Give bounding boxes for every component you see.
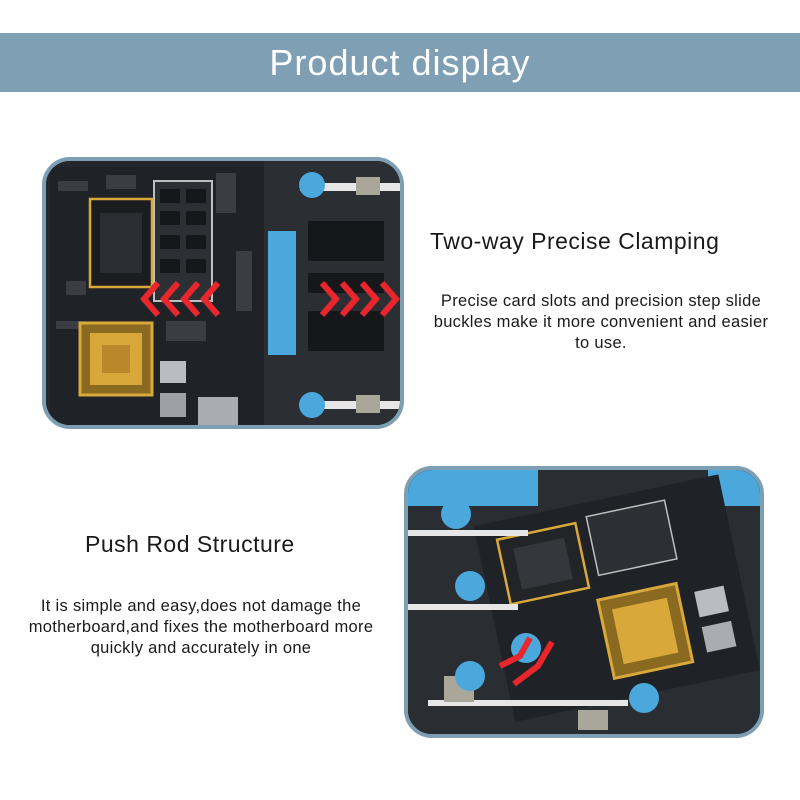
feature-title-clamping: Two-way Precise Clamping: [430, 228, 720, 254]
product-photo-clamping: [42, 157, 404, 429]
feature-description-push-rod: It is simple and easy,does not damage th…: [28, 597, 374, 657]
page-title: Product display: [269, 41, 531, 83]
header-banner: Product display: [0, 33, 800, 92]
feature-title-push-rod: Push Rod Structure: [85, 531, 295, 557]
feature-description-clamping: Precise card slots and precision step sl…: [433, 292, 769, 352]
product-photo-push-rod: [404, 466, 764, 738]
